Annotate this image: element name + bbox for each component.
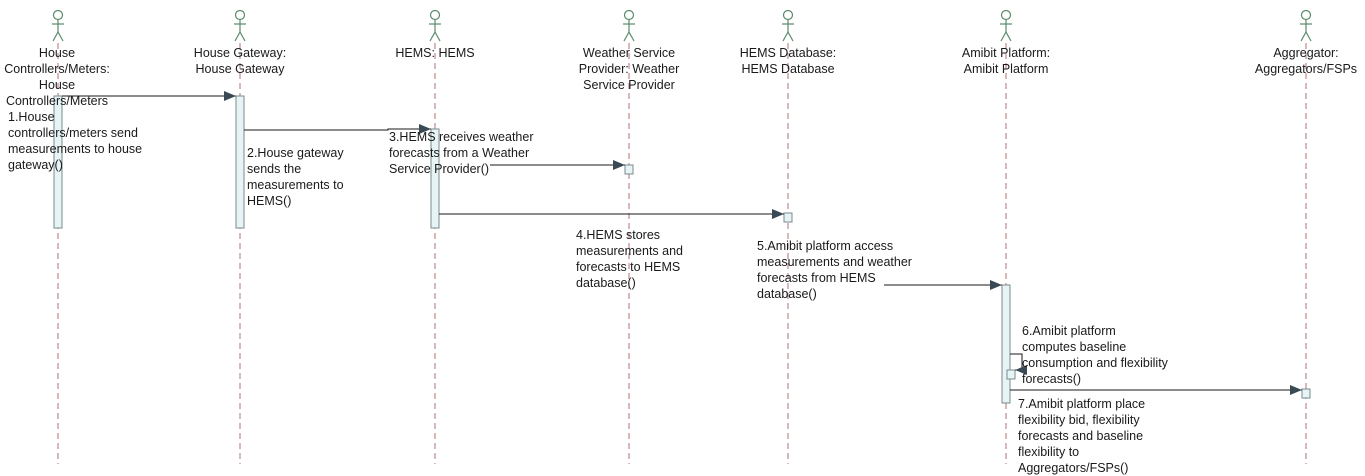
message-arrows bbox=[62, 91, 1302, 395]
sequence-diagram bbox=[52, 9, 1312, 464]
participant-hems: HEMS: HEMS bbox=[395, 46, 475, 60]
stick-figure-actor-icon bbox=[1300, 9, 1312, 42]
message-4-label: 4.HEMS stores measurements and forecasts… bbox=[576, 228, 684, 290]
message-1-label: 1.House controllers/meters send measurem… bbox=[8, 110, 143, 172]
activation-hems-database bbox=[783, 212, 793, 223]
participant-house-controllers: House Controllers/Meters: House Controll… bbox=[4, 46, 110, 108]
stick-figure-actor-icon bbox=[782, 9, 794, 42]
activation-amibit-platform bbox=[1001, 284, 1011, 404]
message-7-label: 7.Amibit platform place flexibility bid,… bbox=[1018, 397, 1146, 475]
activation-house-controllers bbox=[53, 95, 63, 229]
stick-figure-actor-icon bbox=[1000, 9, 1012, 42]
participant-weather-service-provider: Weather Service Provider: Weather Servic… bbox=[578, 46, 680, 92]
message-2-label: 2.House gateway sends the measurements t… bbox=[247, 146, 344, 208]
message-2-arrow bbox=[244, 124, 431, 134]
activation-weather-service-provider bbox=[624, 164, 634, 175]
activation-amibit-self bbox=[1006, 369, 1016, 380]
message-6-label: 6.Amibit platform computes baseline cons… bbox=[1022, 324, 1168, 386]
participant-house-gateway: House Gateway: House Gateway bbox=[193, 46, 287, 76]
stick-figure-actor-icon bbox=[429, 9, 441, 42]
stick-figure-actor-icon bbox=[623, 9, 635, 42]
message-6-self-arrow bbox=[1010, 353, 1027, 375]
message-5-label: 5.Amibit platform access measurements an… bbox=[757, 239, 912, 301]
stick-figure-actor-icon bbox=[234, 9, 246, 42]
participant-amibit-platform: Amibit Platform: Amibit Platform bbox=[961, 46, 1051, 76]
message-3-label: 3.HEMS receives weather forecasts from a… bbox=[389, 130, 534, 176]
activation-hems bbox=[430, 128, 440, 229]
stick-figure-actor-icon bbox=[52, 9, 64, 42]
participant-hems-database: HEMS Database: HEMS Database bbox=[739, 46, 837, 76]
activation-aggregator bbox=[1301, 388, 1311, 399]
participant-aggregator: Aggregator: Aggregators/FSPs bbox=[1254, 46, 1358, 76]
activations bbox=[53, 95, 1311, 404]
activation-house-gateway bbox=[235, 95, 245, 229]
actor-icons bbox=[52, 9, 1312, 42]
